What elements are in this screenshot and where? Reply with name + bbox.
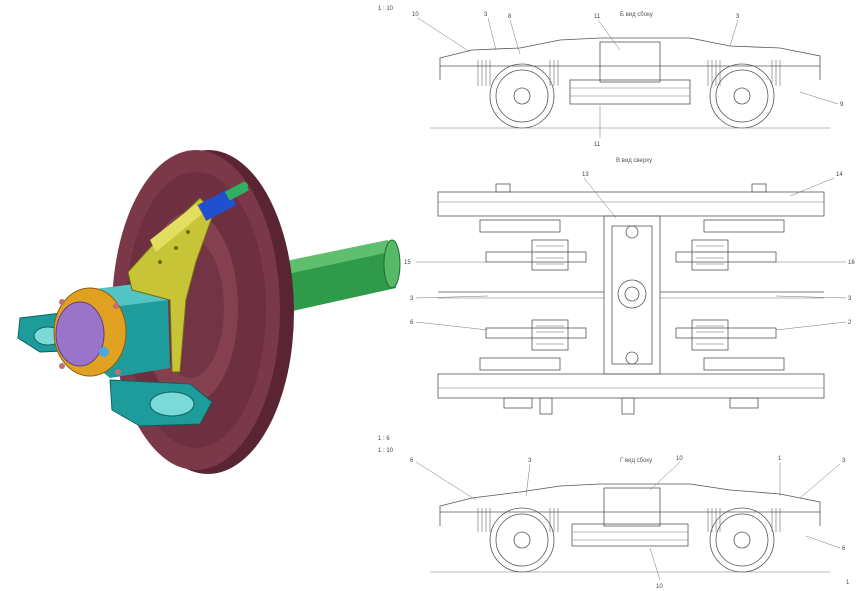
callout-plan-3: 15 (404, 260, 411, 266)
plan-view-title: В вид сверху (616, 158, 652, 164)
callout-bottom-2: 3 (528, 458, 532, 464)
callout-bottom-7: 10 (656, 584, 663, 590)
callout-plan-6: 3 (848, 296, 852, 302)
side-view-top: Б вид сбоку 10 3 8 11 (412, 12, 844, 148)
callout-top-1: 10 (412, 12, 419, 18)
callout-plan-2: 14 (836, 172, 843, 178)
axle (262, 239, 401, 316)
axlebox-cover (53, 287, 127, 377)
side-view-bottom-title: Г вид сбоку (620, 458, 652, 464)
side-view-top-title: Б вид сбоку (620, 12, 653, 18)
side-view-bottom: Г вид сбоку 6 3 10 1 3 6 10 (410, 456, 846, 590)
callout-top-4: 11 (594, 14, 601, 20)
callout-top-6: 9 (840, 102, 844, 108)
scale-note-top: 1 : 10 (378, 6, 394, 12)
callout-bottom-4: 1 (778, 456, 782, 462)
callout-top-7: 11 (594, 142, 601, 148)
callout-plan-5: 3 (410, 296, 414, 302)
callout-plan-4: 16 (848, 260, 855, 266)
scale-note-bottom: 1 : 10 (378, 448, 394, 454)
callout-top-3: 8 (508, 14, 512, 20)
callout-bottom-6: 6 (842, 546, 846, 552)
callout-top-2: 3 (484, 12, 488, 18)
callout-plan-8: 2 (848, 320, 852, 326)
page-mark: 1 (846, 580, 850, 586)
scale-note-mid: 1 : 6 (378, 436, 390, 442)
callout-plan-1: 13 (582, 172, 589, 178)
callout-bottom-3: 10 (676, 456, 683, 462)
plan-view: В вид сверху (404, 158, 855, 415)
callout-bottom-1: 6 (410, 458, 414, 464)
sensor-bracket (127, 197, 215, 373)
speed-sensor (197, 181, 250, 221)
callout-plan-7: 6 (410, 320, 414, 326)
callout-bottom-5: 3 (842, 458, 846, 464)
callout-top-5: 3 (736, 14, 740, 20)
wheelset-3d-render (17, 150, 401, 474)
